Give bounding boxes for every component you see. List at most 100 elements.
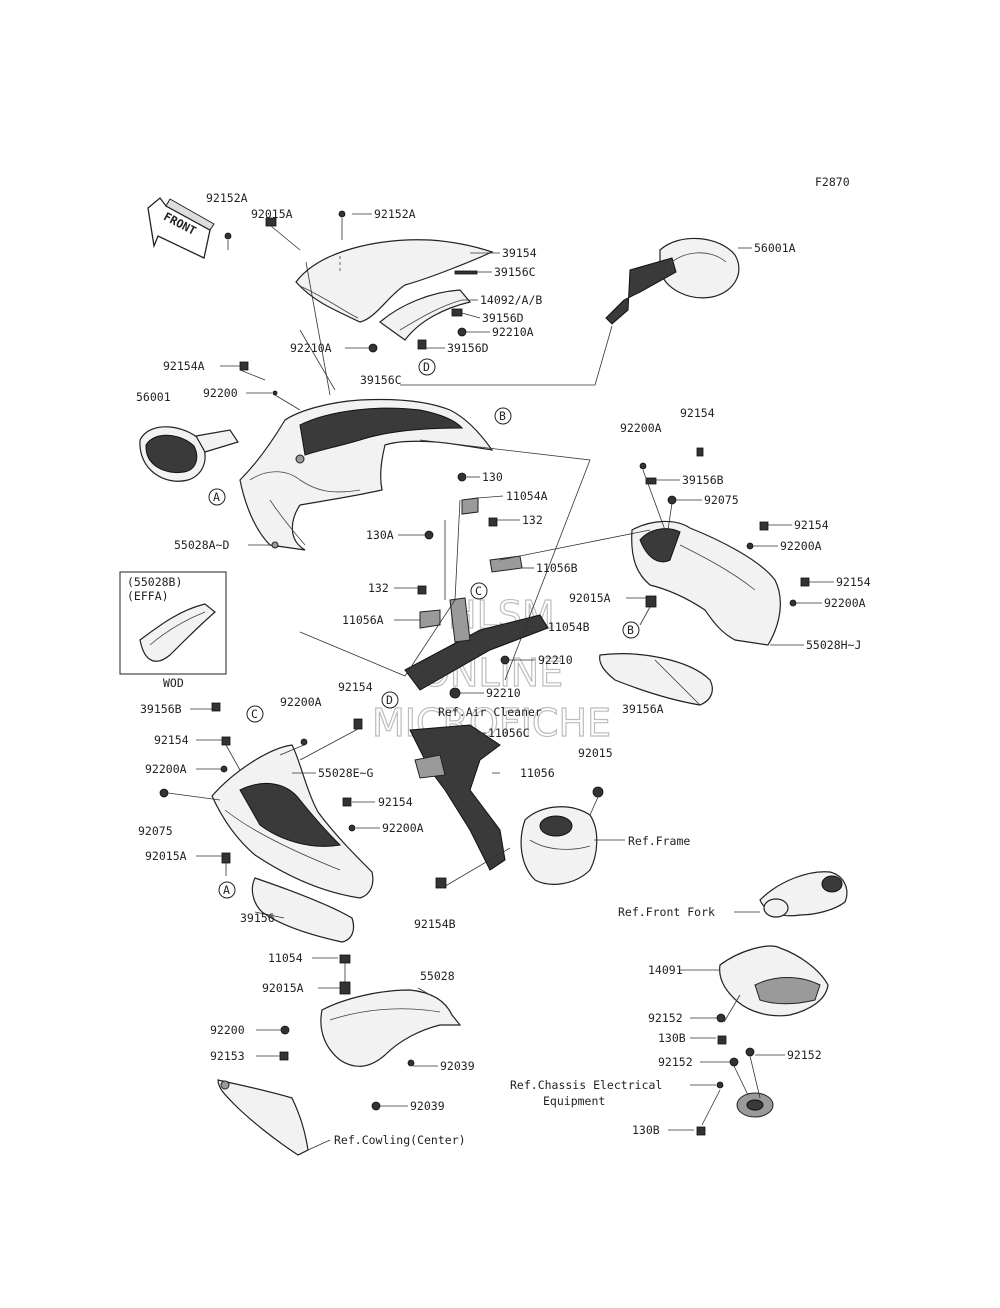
bracket-14091-part <box>719 945 829 1017</box>
label-ref-air-cleaner: Ref.Air Cleaner <box>438 705 542 719</box>
left-side-fairing-part <box>211 744 374 899</box>
label-39156C-mid: 39156C <box>360 373 402 387</box>
label-130A: 130A <box>366 528 394 542</box>
marker-b-1: B <box>499 409 506 423</box>
label-11054A: 11054A <box>506 489 548 503</box>
label-92153: 92153 <box>210 1049 245 1063</box>
label-92210-lower: 92210 <box>486 686 521 700</box>
label-39156D-mid: 39156D <box>447 341 489 355</box>
label-ref-front-fork: Ref.Front Fork <box>618 905 715 919</box>
label-39156C-top: 39156C <box>494 265 536 279</box>
label-39156B-right: 39156B <box>682 473 724 487</box>
label-130: 130 <box>482 470 503 484</box>
label-11056C: 11056C <box>488 726 530 740</box>
label-ref-frame: Ref.Frame <box>628 834 690 848</box>
label-92154-right-1: 92154 <box>680 406 715 420</box>
figure-code: F2870 <box>815 175 850 189</box>
label-11054: 11054 <box>268 951 303 965</box>
label-11056B: 11056B <box>536 561 578 575</box>
label-11056: 11056 <box>520 766 555 780</box>
lower-bracket-part <box>409 724 506 871</box>
label-55028H-J: 55028H~J <box>806 638 861 652</box>
label-92200A-right-1: 92200A <box>620 421 662 435</box>
marker-b-2: B <box>627 623 634 637</box>
trim-39156-part <box>251 877 355 943</box>
label-92154-left-1: 92154 <box>338 680 373 694</box>
label-92015A-left: 92015A <box>145 849 187 863</box>
label-92154-left-2: 92154 <box>154 733 189 747</box>
label-92154A: 92154A <box>163 359 205 373</box>
label-92200A-right-2: 92200A <box>780 539 822 553</box>
marker-d-2: D <box>386 693 393 707</box>
label-92152A-top-left: 92152A <box>206 191 248 205</box>
label-14091: 14091 <box>648 963 683 977</box>
label-92152A-top: 92152A <box>374 207 416 221</box>
assembly-guide-lines <box>167 218 761 1126</box>
inset-caption: WOD <box>163 676 184 690</box>
circle-markers: D B A C B D C A <box>208 358 640 899</box>
label-130B-lower: 130B <box>632 1123 660 1137</box>
label-92075-left: 92075 <box>138 824 173 838</box>
label-92200A-left-2: 92200A <box>145 762 187 776</box>
inset-variant: (EFFA) <box>127 589 169 603</box>
label-132-upper: 132 <box>522 513 543 527</box>
label-ref-chassis-line1: Ref.Chassis Electrical <box>510 1078 662 1092</box>
label-92200A-right-3: 92200A <box>824 596 866 610</box>
label-ref-cowling-center: Ref.Cowling(Center) <box>334 1133 466 1147</box>
marker-a-1: A <box>213 490 220 504</box>
label-92075-right: 92075 <box>704 493 739 507</box>
lower-inner-cowl-part <box>320 989 462 1067</box>
label-130B-upper: 130B <box>658 1031 686 1045</box>
marker-c-2: C <box>251 707 258 721</box>
marker-a-2: A <box>223 883 230 897</box>
label-11056A: 11056A <box>342 613 384 627</box>
inner-bracket-part <box>404 497 549 691</box>
label-92015A-mid: 92015A <box>569 591 611 605</box>
label-55028E-G: 55028E~G <box>318 766 373 780</box>
right-side-fairing-part <box>631 520 781 646</box>
label-92154B: 92154B <box>414 917 456 931</box>
label-leader-lines <box>190 213 834 1151</box>
label-92200-bottom: 92200 <box>210 1023 245 1037</box>
inset-code: (55028B) <box>127 575 182 589</box>
label-132-lower: 132 <box>368 581 389 595</box>
windshield-part <box>295 239 494 323</box>
label-92210A-right: 92210A <box>492 325 534 339</box>
label-ref-chassis-line2: Equipment <box>543 1094 605 1108</box>
label-39156B-left: 39156B <box>140 702 182 716</box>
horn-part <box>736 1092 774 1118</box>
label-92154-right-3: 92154 <box>836 575 871 589</box>
label-92210-upper: 92210 <box>538 653 573 667</box>
left-mirror-part <box>139 426 239 482</box>
label-11054B: 11054B <box>548 620 590 634</box>
meter-cover-part <box>379 289 472 341</box>
label-92015A-bottom: 92015A <box>262 981 304 995</box>
upper-fairing-part <box>239 398 494 551</box>
trim-39156A-part <box>599 653 713 706</box>
label-92200A-left-1: 92200A <box>280 695 322 709</box>
label-92039-lower: 92039 <box>410 1099 445 1113</box>
center-cowling-part <box>217 1079 309 1156</box>
label-39156A: 39156A <box>622 702 664 716</box>
label-39154: 39154 <box>502 246 537 260</box>
label-92015A-top: 92015A <box>251 207 293 221</box>
label-92154-right-2: 92154 <box>794 518 829 532</box>
label-92152-b: 92152 <box>658 1055 693 1069</box>
label-92200-top: 92200 <box>203 386 238 400</box>
label-92154-left-3: 92154 <box>378 795 413 809</box>
inset-effa-variant: (55028B) (EFFA) WOD <box>119 571 227 690</box>
label-14092-A-B: 14092/A/B <box>480 293 542 307</box>
front-fork-clamp-part <box>759 871 848 918</box>
label-56001A: 56001A <box>754 241 796 255</box>
part-labels: 92152A 92015A 92152A 39154 39156C 14092/… <box>136 191 871 1147</box>
label-55028A-D: 55028A~D <box>174 538 229 552</box>
watermark-line-3: MICROFICHE <box>372 701 611 745</box>
label-92210A-left: 92210A <box>290 341 332 355</box>
label-92152-c: 92152 <box>787 1048 822 1062</box>
frame-head-part <box>520 806 598 885</box>
label-39156D-top: 39156D <box>482 311 524 325</box>
label-55028: 55028 <box>420 969 455 983</box>
label-56001: 56001 <box>136 390 171 404</box>
marker-d-1: D <box>423 360 430 374</box>
